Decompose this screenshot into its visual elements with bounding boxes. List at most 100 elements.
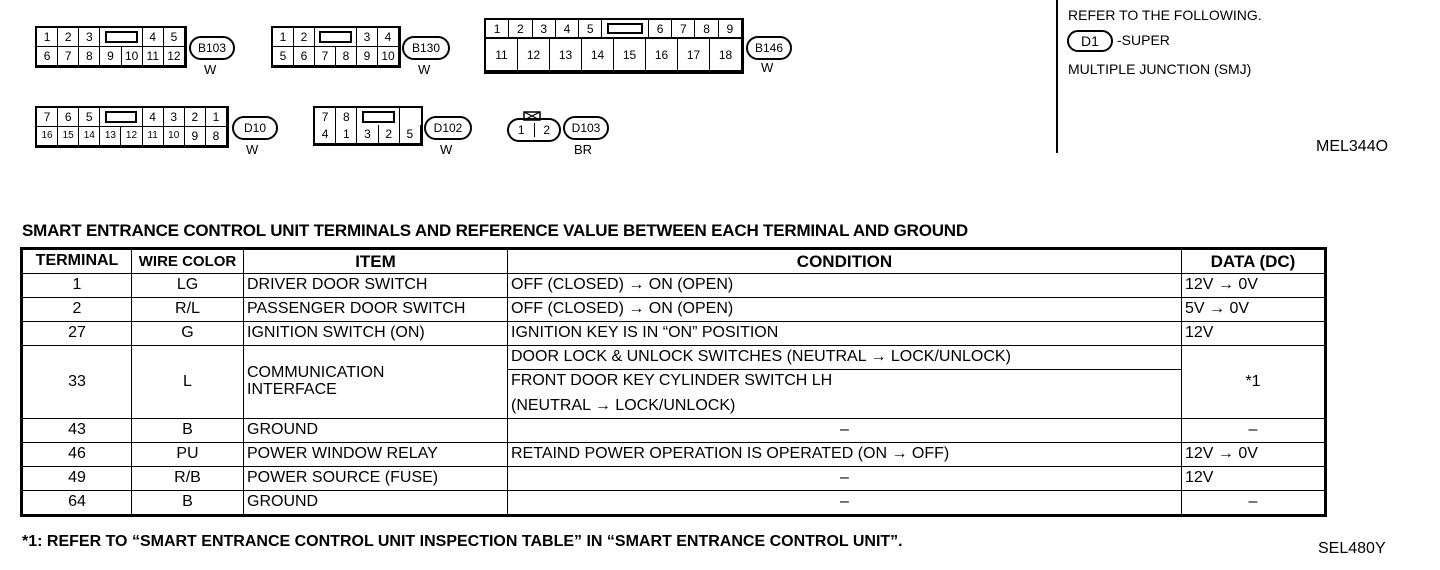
table-title: SMART ENTRANCE CONTROL UNIT TERMINALS AN…: [22, 221, 968, 240]
connector-id-d102: D102: [424, 116, 472, 140]
pin: 4: [378, 28, 399, 47]
connector-lock-icon: [602, 20, 649, 38]
figure-code-top: MEL344O: [1316, 138, 1389, 155]
pin: 11: [486, 39, 518, 71]
connector-id-d10: D10: [232, 116, 278, 140]
connector-id-d103: D103: [563, 116, 609, 140]
table-row: 64 B GROUND – –: [21, 490, 1326, 516]
cell-data: 12V → 0V: [1181, 273, 1326, 298]
pin: 1: [273, 28, 294, 47]
connector-lock-icon: [315, 28, 357, 47]
pin: 13: [550, 39, 582, 71]
cell-item: DRIVER DOOR SWITCH: [243, 273, 508, 298]
note-refer: REFER TO THE FOLLOWING.: [1068, 7, 1262, 23]
cell-terminal: 2: [21, 297, 132, 322]
cell-data: 12V: [1181, 321, 1326, 346]
cell-terminal: 43: [21, 418, 132, 443]
connector-b146-row2: 11 12 13 14 15 16 17 18: [484, 38, 744, 73]
pin: 3: [163, 108, 185, 127]
cell-condition: –: [507, 418, 1182, 443]
pin: 14: [79, 127, 101, 146]
pin: 8: [205, 127, 227, 146]
pin: 3: [79, 28, 101, 47]
connector-id-b103: B103: [189, 36, 235, 60]
cell-data: *1: [1181, 345, 1326, 419]
cell-condition: DOOR LOCK & UNLOCK SWITCHES (NEUTRAL → L…: [507, 345, 1182, 370]
cell-item: POWER WINDOW RELAY: [243, 442, 508, 467]
cell-terminal: 1: [21, 273, 132, 298]
pin: 4: [555, 20, 580, 38]
table-row: 33 L COMMUNICATION INTERFACE DOOR LOCK &…: [21, 345, 1326, 419]
table-row: 1 LG DRIVER DOOR SWITCH OFF (CLOSED) → O…: [21, 273, 1326, 298]
pin: 12: [163, 47, 185, 66]
header-item: ITEM: [243, 248, 508, 274]
pin: 2: [58, 28, 80, 47]
note-d1-badge: D1: [1067, 30, 1113, 52]
pin: 11: [142, 127, 164, 146]
pin: 15: [58, 127, 80, 146]
pin: 5: [579, 20, 603, 38]
pin: 9: [184, 127, 206, 146]
terminal-table: TERMINAL WIRE COLOR ITEM CONDITION DATA …: [20, 247, 1327, 517]
pin: 4: [142, 28, 164, 47]
pin: 11: [142, 47, 164, 66]
pin: 8: [695, 20, 719, 38]
pin: 5: [79, 108, 101, 127]
pin: 1: [336, 125, 358, 144]
connector-lock-icon: [100, 28, 143, 47]
pin: 7: [315, 47, 336, 66]
pin: 16: [37, 127, 59, 146]
connector-color-d102: W: [440, 142, 453, 157]
cell-wire: R/L: [131, 297, 244, 322]
table-row: 43 B GROUND – –: [21, 418, 1326, 443]
connector-d10: 7 6 5 4 3 2 1 16 15 14 13 12 11 10 9 8: [35, 106, 229, 148]
cell-condition: OFF (CLOSED) → ON (OPEN): [507, 297, 1182, 322]
pin: 2: [184, 108, 206, 127]
cell-condition: OFF (CLOSED) → ON (OPEN): [507, 273, 1182, 298]
pin: 10: [163, 127, 185, 146]
cell-condition: IGNITION KEY IS IN “ON” POSITION: [507, 321, 1182, 346]
note-super: -SUPER: [1117, 32, 1170, 48]
cell-condition: –: [507, 466, 1182, 491]
note-smj: MULTIPLE JUNCTION (SMJ): [1068, 61, 1252, 77]
connector-id-b146: B146: [746, 36, 792, 60]
cell-wire: L: [131, 345, 244, 419]
cell-data: –: [1181, 490, 1326, 516]
pin: 6: [58, 108, 80, 127]
cell-item: PASSENGER DOOR SWITCH: [243, 297, 508, 322]
cell-condition: –: [507, 490, 1182, 516]
connector-d103: 1 2: [507, 118, 561, 142]
connector-color-d103: BR: [574, 142, 593, 157]
footnote: *1: REFER TO “SMART ENTRANCE CONTROL UNI…: [22, 533, 903, 550]
pin: 7: [37, 108, 59, 127]
connector-b130: 1 2 3 4 5 6 7 8 9 10: [271, 26, 401, 68]
cell-condition-line: FRONT DOOR KEY CYLINDER SWITCH LH: [511, 372, 833, 389]
cell-wire: B: [131, 418, 244, 443]
table-row: 2 R/L PASSENGER DOOR SWITCH OFF (CLOSED)…: [21, 297, 1326, 322]
connector-d102-row2: 4 1 3 2 5: [313, 125, 423, 146]
pin: 2: [509, 20, 533, 38]
pin: 1: [205, 108, 227, 127]
pin: 3: [357, 125, 379, 144]
cell-item: COMMUNICATION INTERFACE: [243, 345, 508, 419]
connector-lock-icon: [100, 108, 143, 127]
cell-wire: G: [131, 321, 244, 346]
cell-data: –: [1181, 418, 1326, 443]
pin: 5: [273, 47, 294, 66]
table-row: 46 PU POWER WINDOW RELAY RETAIND POWER O…: [21, 442, 1326, 467]
pin: 8: [79, 47, 101, 66]
pin: 9: [100, 47, 122, 66]
pin: 7: [672, 20, 696, 38]
pin: 14: [582, 39, 614, 71]
cell-item: GROUND: [243, 490, 508, 516]
table-row: FRONT DOOR KEY CYLINDER SWITCH LH (NEUTR…: [22, 369, 1326, 419]
connector-d102: 7 8: [313, 106, 423, 129]
pin: 12: [518, 39, 550, 71]
cell-item: GROUND: [243, 418, 508, 443]
pin: 10: [121, 47, 143, 66]
cell-wire: R/B: [131, 466, 244, 491]
table-row: 27 G IGNITION SWITCH (ON) IGNITION KEY I…: [21, 321, 1326, 346]
connector-id-b130: B130: [402, 36, 450, 60]
cell-data: 5V → 0V: [1181, 297, 1326, 322]
pin: 4: [142, 108, 164, 127]
